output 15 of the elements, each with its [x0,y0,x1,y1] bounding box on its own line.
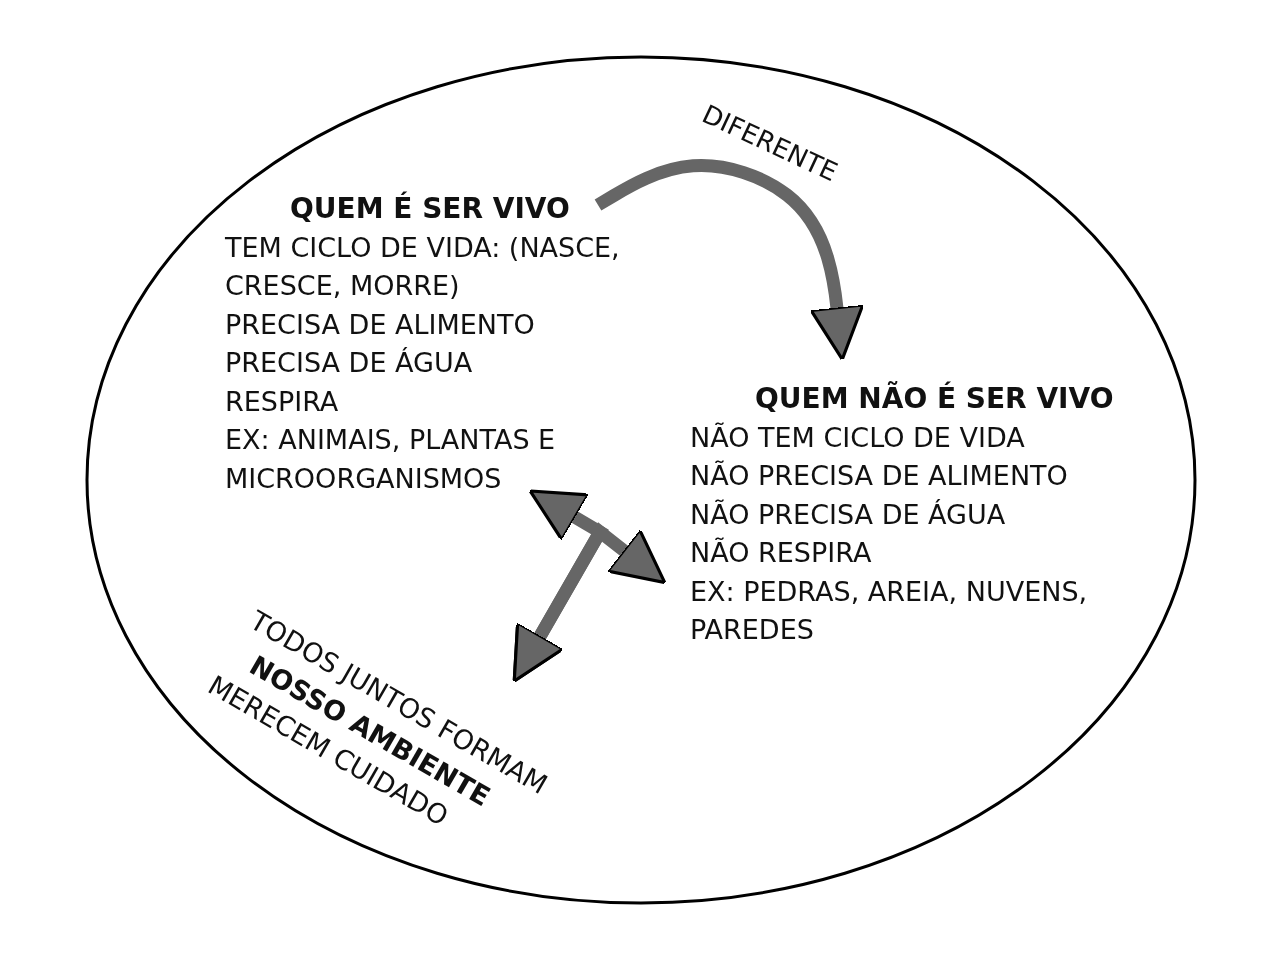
text-line: TEM CICLO DE VIDA: (NASCE, CRESCE, MORRE) [225,230,621,303]
text-line: EX: ANIMAIS, PLANTAS E MICROORGANISMOS [225,423,557,496]
ellipse-outline [85,55,1197,905]
heading: QUEM NÃO É SER VIVO [755,380,1115,417]
double-arrow [512,522,667,683]
text-line: NÃO PRECISA DE ÁGUA [690,497,1007,532]
text-line: EX: PEDRAS, AREIA, NUVENS, PAREDES [690,574,1089,647]
text-line: PRECISA DE ALIMENTO [225,307,536,342]
heading: QUEM É SER VIVO [290,190,571,227]
text-line: NÃO TEM CICLO DE VIDA [690,420,1026,455]
text-line: NÃO RESPIRA [690,536,873,570]
text-line: NÃO PRECISA DE ALIMENTO [690,459,1069,493]
curved-arrow [594,159,865,361]
text-line: PRECISA DE ÁGUA [225,346,474,380]
text-line: RESPIRA [225,384,340,419]
